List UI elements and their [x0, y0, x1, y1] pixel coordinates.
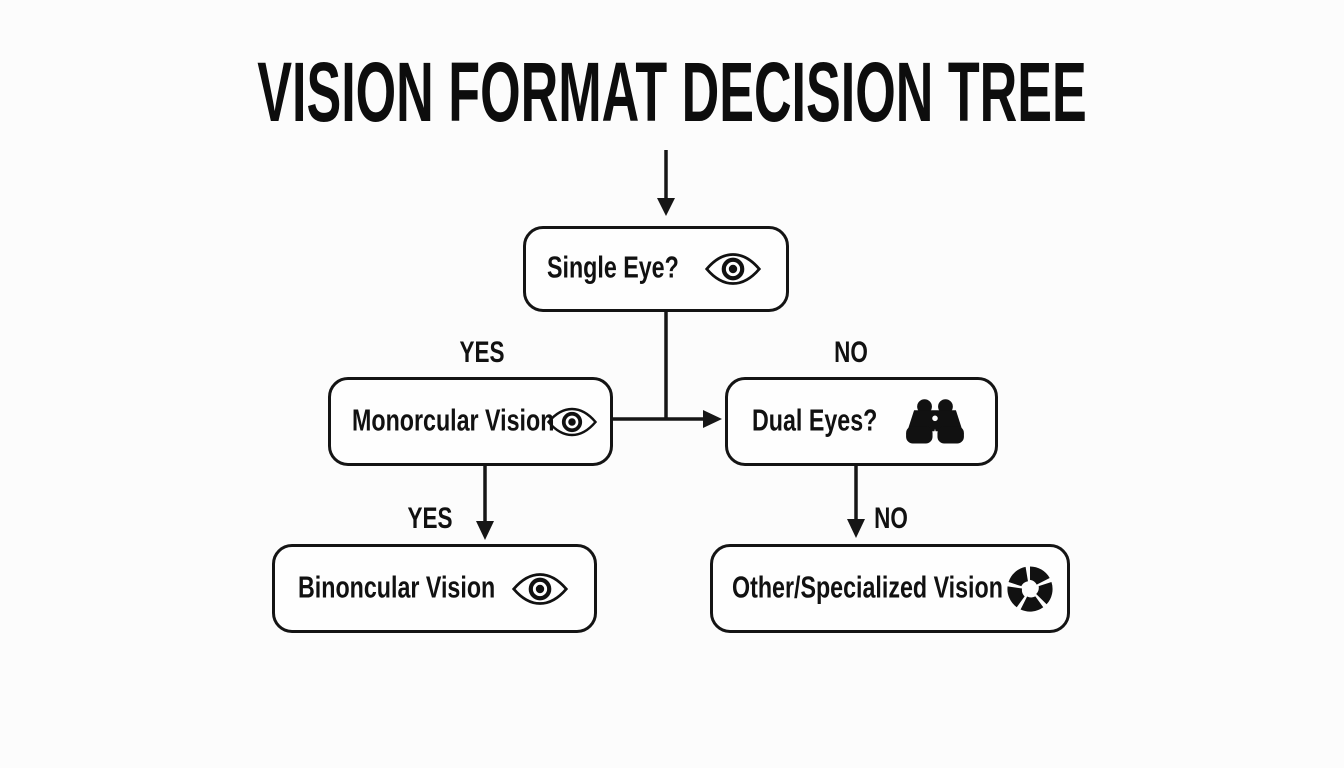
eye-icon: [704, 250, 762, 288]
edge-label-yes-root: YES: [459, 336, 505, 369]
decision-node-dual-eyes: Dual Eyes?: [725, 377, 998, 466]
binoculars-icon: [904, 398, 966, 446]
decision-node-binocular-vision: Binoncular Vision: [272, 544, 597, 633]
decision-node-monocular-vision: Monorcular Vision: [328, 377, 613, 466]
edge-label-no-dual: NO: [874, 502, 908, 535]
arrowhead-to-dual: [703, 410, 722, 428]
arrowhead-to-other: [847, 519, 865, 538]
decision-node-single-eye: Single Eye?: [523, 226, 789, 312]
eye-icon: [546, 405, 598, 439]
node-label: Binoncular Vision: [298, 569, 496, 605]
node-label: Monorcular Vision: [352, 402, 555, 438]
arrowhead-to-binocular: [476, 521, 494, 540]
decision-node-other-specialized-vision: Other/Specialized Vision: [710, 544, 1070, 633]
shutter-icon: [1000, 562, 1058, 619]
page-title: VISION FORMAT DECISION TREE: [257, 45, 1087, 139]
node-label: Single Eye?: [547, 249, 679, 285]
node-label: Dual Eyes?: [752, 402, 878, 438]
node-label: Other/Specialized Vision: [732, 569, 1003, 605]
arrowhead-title-to-root: [657, 198, 675, 216]
edge-label-no-root: NO: [834, 336, 868, 369]
eye-icon: [511, 570, 569, 608]
edge-label-yes-monocular: YES: [407, 502, 453, 535]
